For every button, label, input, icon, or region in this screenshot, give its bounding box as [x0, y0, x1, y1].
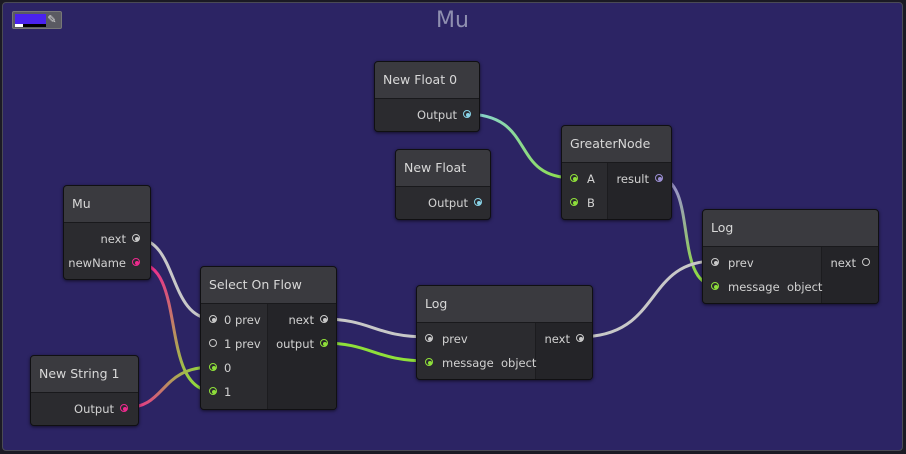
port-label: prev [728, 256, 754, 270]
port-label: 0 [224, 361, 232, 375]
port-0-prev[interactable]: 0 prev [209, 308, 261, 332]
port-newname[interactable]: newName [68, 251, 140, 275]
wire-log1-next-to-log2-prev[interactable] [578, 259, 716, 339]
port-label: next [288, 313, 314, 327]
flow-port-icon[interactable] [320, 315, 328, 323]
port-b[interactable]: B [570, 191, 595, 215]
float-in-port-icon[interactable] [570, 198, 578, 206]
flow-port-icon[interactable] [209, 315, 217, 323]
port-label: 0 prev [224, 313, 261, 327]
bool-port-icon[interactable] [320, 339, 328, 347]
object-port-icon[interactable] [655, 174, 663, 182]
port-message[interactable]: message object [711, 275, 822, 299]
flow-port-empty-icon[interactable] [862, 258, 870, 266]
port-1-prev[interactable]: 1 prev [209, 332, 261, 356]
port-label: result [616, 172, 649, 186]
node-title[interactable]: Log [703, 210, 878, 247]
wire-mu-newname-to-select-1[interactable] [136, 261, 214, 393]
bool-port-icon[interactable] [209, 363, 217, 371]
node-title[interactable]: New Float [396, 150, 490, 187]
port-result[interactable]: result [616, 167, 663, 191]
wire-select-next-to-log-prev[interactable] [321, 317, 430, 339]
port-label: next [100, 232, 126, 246]
graph-title: Mu [436, 8, 469, 33]
color-field[interactable]: ✎ [12, 11, 62, 29]
port-label: message object [728, 280, 823, 294]
port-label: message object [442, 356, 537, 370]
object-in-port-icon[interactable] [711, 282, 719, 290]
flow-port-icon[interactable] [711, 258, 719, 266]
node-log-2[interactable]: Log prev message object next [702, 209, 879, 304]
node-log-1[interactable]: Log prev message object next [416, 285, 593, 380]
port-label: next [830, 256, 856, 270]
flow-port-icon[interactable] [576, 334, 584, 342]
node-new-float[interactable]: New Float Output [395, 149, 491, 220]
float-port-icon[interactable] [474, 198, 482, 206]
port-next[interactable]: next [545, 327, 584, 351]
port-label: Output [417, 108, 457, 122]
port-prev[interactable]: prev [711, 251, 754, 275]
port-label: B [587, 196, 595, 210]
port-next[interactable]: next [101, 227, 140, 251]
node-title[interactable]: New Float 0 [375, 62, 479, 99]
port-output[interactable]: output [276, 332, 328, 356]
node-select-on-flow[interactable]: Select On Flow 0 prev 1 prev 0 1 next [200, 266, 337, 410]
flow-port-icon[interactable] [425, 334, 433, 342]
port-label: 1 prev [224, 337, 261, 351]
string-port-icon[interactable] [132, 258, 140, 266]
port-0[interactable]: 0 [209, 356, 231, 380]
port-1[interactable]: 1 [209, 380, 231, 404]
port-label: next [544, 332, 570, 346]
node-mu[interactable]: Mu next newName [63, 185, 151, 280]
port-label: Output [428, 196, 468, 210]
string-port-icon[interactable] [120, 404, 128, 412]
color-swatch[interactable] [15, 14, 46, 24]
port-next[interactable]: next [289, 308, 328, 332]
bool-port-icon[interactable] [209, 387, 217, 395]
node-title[interactable]: Log [417, 286, 592, 323]
port-label: Output [74, 402, 114, 416]
port-message[interactable]: message object [425, 351, 536, 375]
float-port-icon[interactable] [463, 110, 471, 118]
port-label: output [276, 337, 314, 351]
port-output[interactable]: Output [428, 191, 482, 215]
wire-select-output-to-log-message[interactable] [321, 341, 430, 363]
float-in-port-icon[interactable] [570, 174, 578, 182]
port-output[interactable]: Output [417, 103, 471, 127]
port-label: 1 [224, 385, 232, 399]
node-title[interactable]: Select On Flow [201, 267, 336, 304]
port-label: A [587, 172, 595, 186]
eyedropper-icon[interactable]: ✎ [47, 13, 57, 26]
node-greater[interactable]: GreaterNode A B result [561, 125, 672, 220]
wire-float0-output-to-greater-a[interactable] [464, 112, 575, 180]
node-new-string-1[interactable]: New String 1 Output [30, 355, 139, 426]
flow-port-icon[interactable] [132, 234, 140, 242]
node-title[interactable]: GreaterNode [562, 126, 671, 163]
node-title[interactable]: New String 1 [31, 356, 138, 393]
object-in-port-icon[interactable] [425, 358, 433, 366]
flow-port-empty-icon[interactable] [209, 339, 217, 347]
port-next[interactable]: next [831, 251, 870, 275]
port-output[interactable]: Output [74, 397, 128, 421]
port-label: newName [68, 256, 126, 270]
port-label: prev [442, 332, 468, 346]
alpha-bar [15, 24, 46, 27]
node-title[interactable]: Mu [64, 186, 150, 223]
port-a[interactable]: A [570, 167, 595, 191]
port-prev[interactable]: prev [425, 327, 468, 351]
node-new-float-0[interactable]: New Float 0 Output [374, 61, 480, 132]
